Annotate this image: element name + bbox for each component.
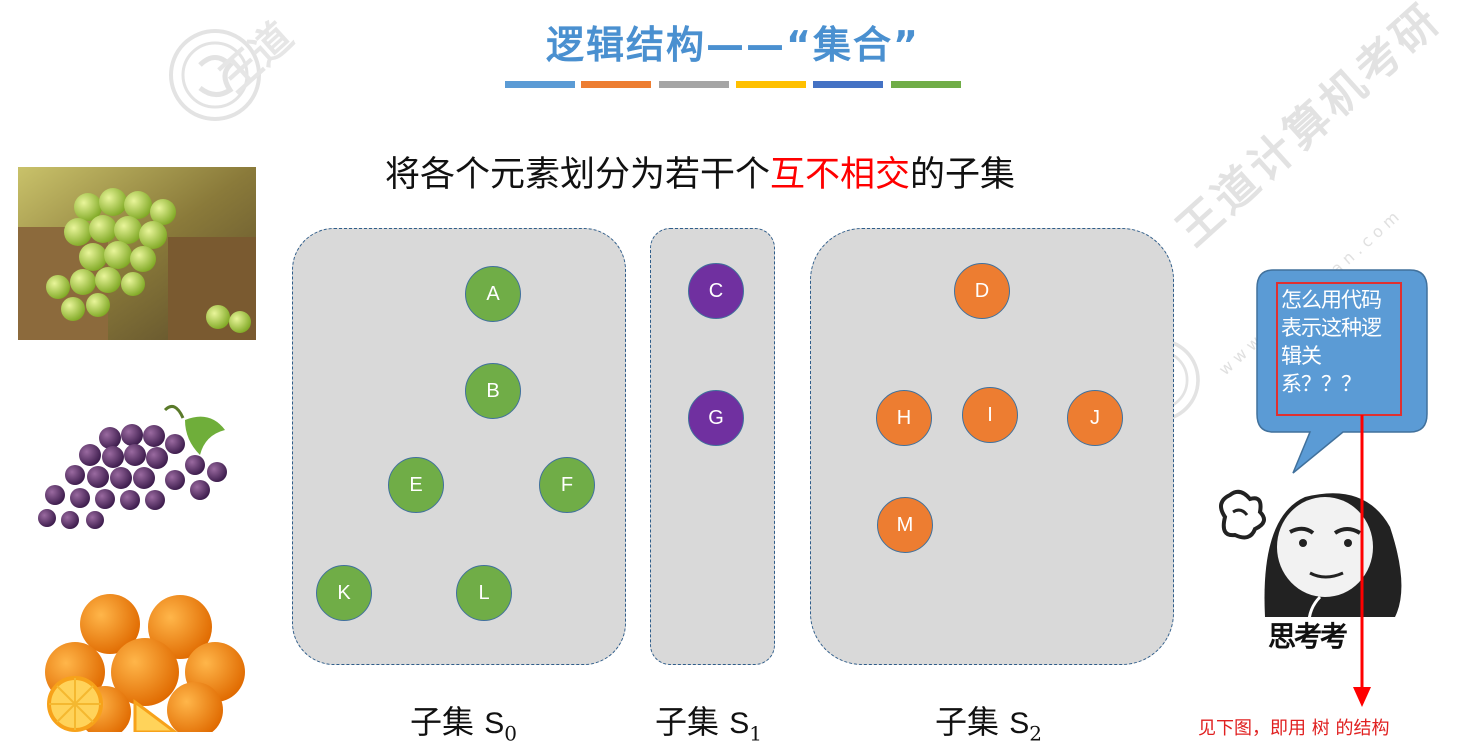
color-bar-5 — [813, 81, 883, 88]
slide-title: 逻辑结构——“集合” — [546, 23, 920, 67]
color-bar-2 — [581, 81, 651, 88]
logo-seal-icon — [169, 29, 261, 121]
node-f: F — [539, 457, 595, 513]
node-b: B — [465, 363, 521, 419]
node-a: A — [465, 266, 521, 322]
subtitle-before: 将各个元素划分为若干个 — [385, 155, 771, 195]
meme-face-icon — [1205, 477, 1415, 647]
node-e: E — [388, 457, 444, 513]
node-i: I — [962, 387, 1018, 443]
oranges-image — [35, 592, 250, 732]
node-h: H — [876, 390, 932, 446]
subset-label-s2: 子集 S2 — [935, 703, 1042, 746]
meme-caption: 思考考 — [1268, 620, 1348, 653]
arrow-down-icon — [1353, 415, 1371, 707]
subtitle-after: 的子集 — [910, 155, 1016, 195]
node-k: K — [316, 565, 372, 621]
grapes-purple-image — [35, 400, 235, 540]
node-g: G — [688, 390, 744, 446]
speech-bubble — [1256, 269, 1428, 474]
grapes-green-image — [18, 167, 256, 340]
node-l: L — [456, 565, 512, 621]
color-bar-1 — [505, 81, 575, 88]
bubble-text: 怎么用代码表示这种逻辑关系？？？ — [1276, 282, 1402, 416]
node-j: J — [1067, 390, 1123, 446]
subset-label-s0: 子集 S0 — [410, 703, 517, 746]
subtitle: 将各个元素划分为若干个互不相交的子集 — [385, 146, 1015, 197]
node-d: D — [954, 263, 1010, 319]
subtitle-highlight: 互不相交 — [770, 155, 911, 195]
color-bar-3 — [659, 81, 729, 88]
subset-label-s1: 子集 S1 — [655, 703, 762, 746]
node-m: M — [877, 497, 933, 553]
note-text: 见下图，即用 树 的结构 — [1198, 718, 1390, 739]
node-c: C — [688, 263, 744, 319]
color-bar-4 — [736, 81, 806, 88]
color-bar-6 — [891, 81, 961, 88]
